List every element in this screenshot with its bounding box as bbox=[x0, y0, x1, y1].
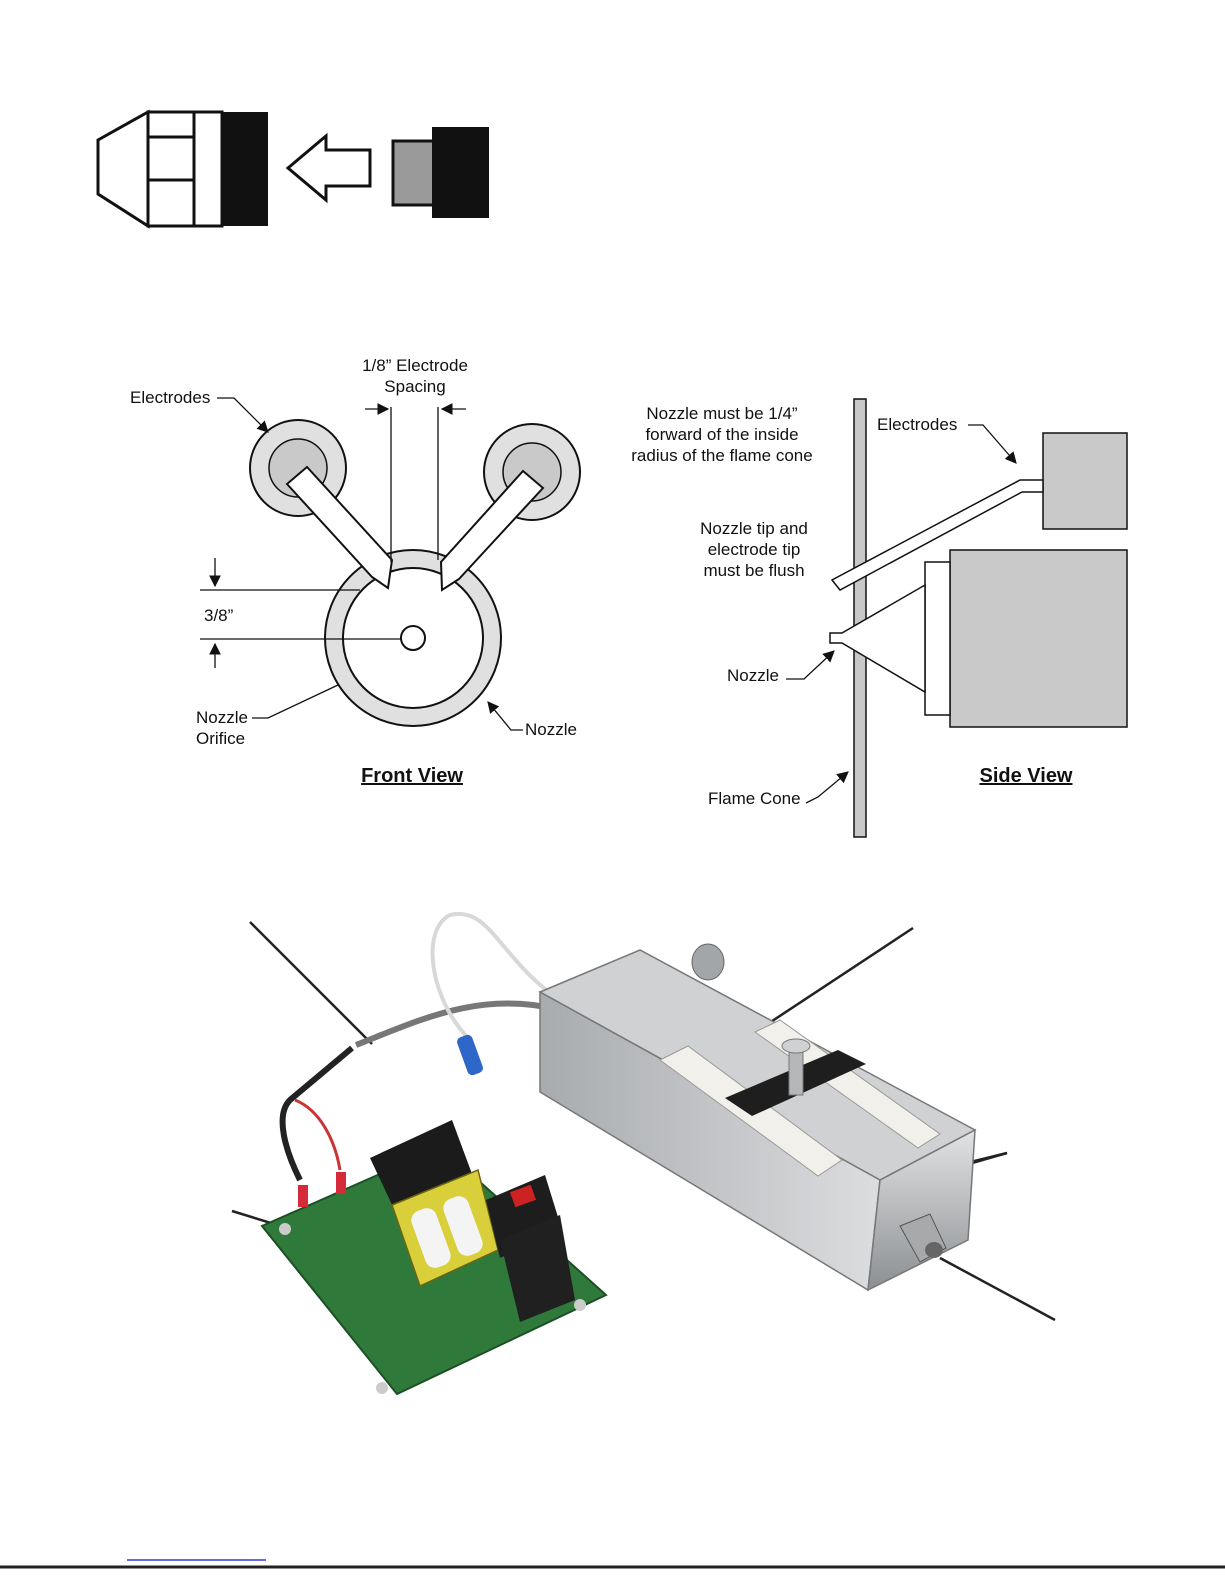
nozzle-orifice bbox=[401, 626, 425, 650]
electrode-block bbox=[1043, 433, 1127, 529]
front-electrodes-label: Electrodes bbox=[130, 388, 210, 407]
side-view-diagram: Nozzle must be 1/4” forward of the insid… bbox=[631, 399, 1127, 837]
orifice-label-line2: Orifice bbox=[196, 729, 245, 748]
burner-photo-illustration bbox=[232, 914, 1055, 1394]
gap-label: 3/8” bbox=[204, 606, 234, 625]
flush-note-line3: must be flush bbox=[703, 561, 804, 580]
nozzle-body bbox=[950, 550, 1127, 727]
side-electrodes-label: Electrodes bbox=[877, 415, 957, 434]
insert-arrow-icon bbox=[288, 136, 370, 200]
forward-note-line2: forward of the inside bbox=[645, 425, 798, 444]
front-view-title: Front View bbox=[361, 765, 463, 787]
nozzle-cone-side bbox=[830, 585, 925, 692]
flame-cone-wall bbox=[854, 399, 866, 837]
flush-note-line2: electrode tip bbox=[708, 540, 801, 559]
spacing-label-line2: Spacing bbox=[384, 377, 445, 396]
forward-note-line3: radius of the flame cone bbox=[631, 446, 812, 465]
side-view-title: Side View bbox=[979, 765, 1072, 787]
forward-note-line1: Nozzle must be 1/4” bbox=[646, 404, 798, 423]
nozzle-assembly-icon bbox=[98, 112, 489, 226]
front-nozzle-label: Nozzle bbox=[525, 720, 577, 739]
side-nozzle-label: Nozzle bbox=[727, 666, 779, 685]
front-view-diagram: 1/8” Electrode Spacing Electrodes 3/8” N… bbox=[130, 356, 580, 787]
spacing-label-line1: 1/8” Electrode bbox=[362, 356, 468, 375]
flush-note-line1: Nozzle tip and bbox=[700, 519, 808, 538]
flame-cone-label: Flame Cone bbox=[708, 789, 801, 808]
orifice-label-line1: Nozzle bbox=[196, 708, 248, 727]
